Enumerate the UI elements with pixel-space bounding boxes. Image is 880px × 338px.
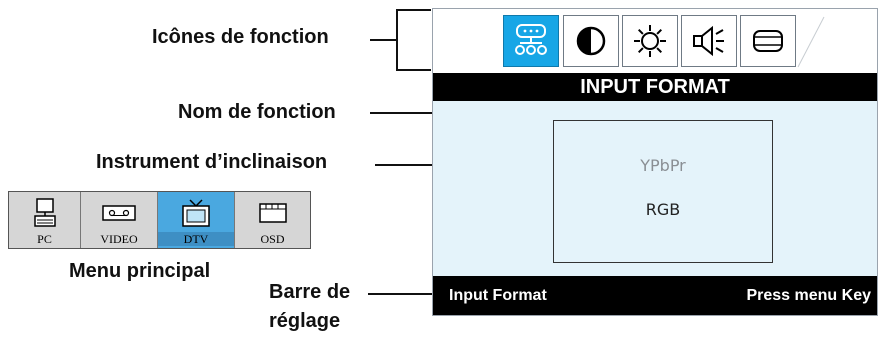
- bracket: [396, 9, 431, 71]
- menu-item-pc[interactable]: PC: [9, 192, 81, 248]
- menu-item-label: OSD: [260, 232, 285, 246]
- adjustment-bar: Input Format Press menu Key: [433, 276, 877, 315]
- input-format-icon: [515, 24, 547, 55]
- menu-item-label: VIDEO: [100, 232, 138, 246]
- status-right: Press menu Key: [746, 287, 871, 304]
- vcr-icon: [102, 205, 136, 221]
- screen-icon: [753, 30, 783, 52]
- option-box: YPbPr RGB: [553, 120, 773, 263]
- menu-item-label: PC: [37, 232, 52, 246]
- leader-line: [368, 293, 434, 295]
- pc-icon: [33, 198, 56, 227]
- icon-bar-corner: [797, 16, 825, 68]
- menu-item-osd[interactable]: OSD: [235, 192, 310, 248]
- callout-tilt-instrument: Instrument d’inclinaison: [96, 151, 328, 173]
- contrast-icon: [576, 26, 606, 56]
- osd-icon: [258, 203, 287, 223]
- callout-function-name: Nom de fonction: [178, 101, 336, 123]
- function-button-screen[interactable]: [740, 15, 796, 67]
- tv-icon: [182, 199, 210, 227]
- brightness-icon: [634, 25, 666, 57]
- osd-panel: INPUT FORMAT YPbPr RGB Input Format Pres…: [432, 8, 878, 316]
- function-button-brightness[interactable]: [622, 15, 678, 67]
- callout-function-icons: Icônes de fonction: [152, 26, 329, 48]
- option-rgb[interactable]: RGB: [645, 200, 681, 219]
- main-menu: PC VIDEO DTV: [8, 191, 311, 249]
- leader-line: [370, 39, 396, 41]
- menu-item-video[interactable]: VIDEO: [81, 192, 158, 248]
- function-button-input-format[interactable]: [503, 15, 559, 67]
- status-left: Input Format: [449, 287, 547, 304]
- speaker-icon: [693, 25, 724, 57]
- function-button-contrast[interactable]: [563, 15, 619, 67]
- menu-item-label: DTV: [158, 232, 234, 246]
- function-icon-bar: [433, 9, 877, 73]
- option-ypbpr[interactable]: YPbPr: [640, 156, 686, 175]
- function-button-sound[interactable]: [681, 15, 737, 67]
- callout-main-menu: Menu principal: [69, 260, 211, 282]
- function-title: INPUT FORMAT: [433, 73, 877, 101]
- callout-adjust-bar-line2: réglage: [269, 310, 341, 332]
- menu-item-dtv[interactable]: DTV: [158, 192, 235, 248]
- callout-adjust-bar-line1: Barre de: [269, 281, 351, 303]
